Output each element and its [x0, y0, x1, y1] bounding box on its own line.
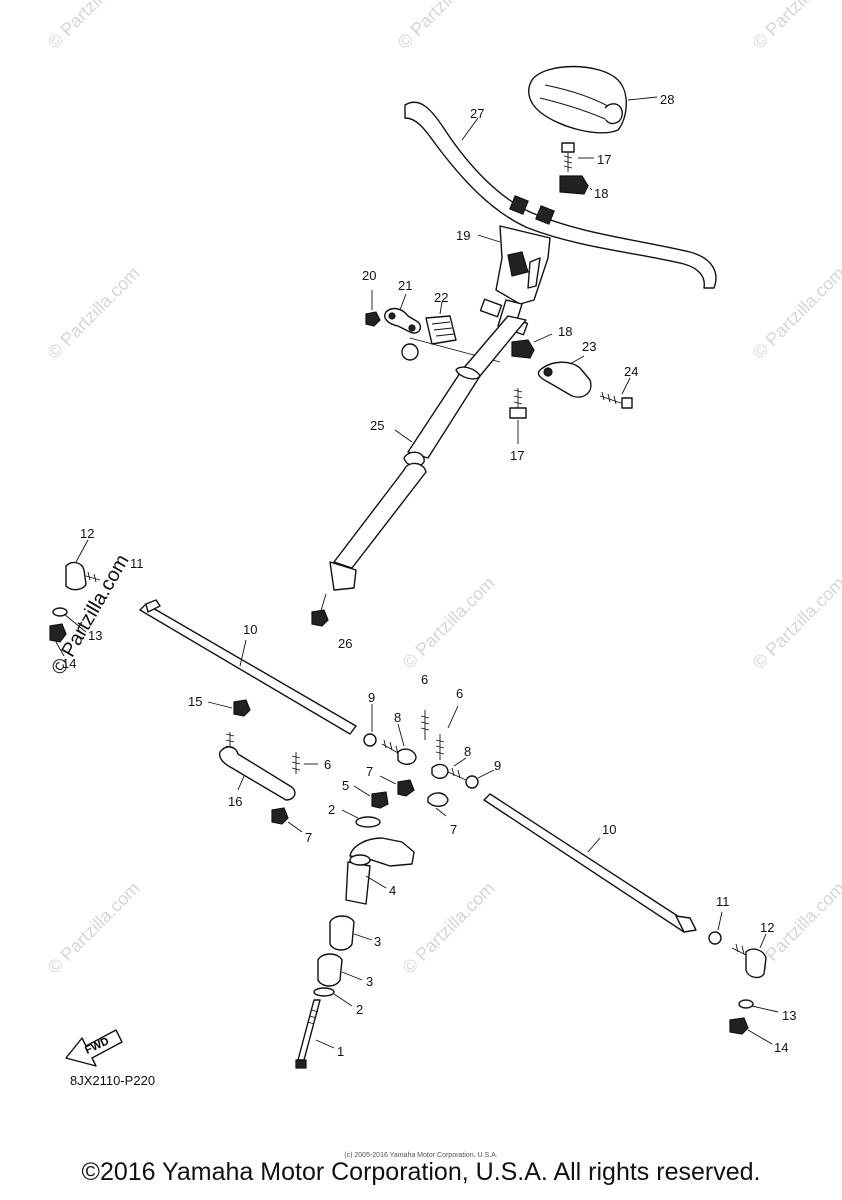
callout-24: 24	[624, 364, 638, 379]
callout-14: 14	[62, 656, 76, 671]
part-pitman-arm	[207, 699, 318, 833]
callout-8: 8	[464, 744, 471, 759]
part-tie-rod-right	[483, 793, 723, 945]
callout-16: 16	[228, 794, 242, 809]
callout-10: 10	[602, 822, 616, 837]
callout-12: 12	[760, 920, 774, 935]
part-handlebar	[404, 101, 717, 289]
callout-9: 9	[368, 690, 375, 705]
callout-12: 12	[80, 526, 94, 541]
callout-13: 13	[782, 1008, 796, 1023]
callout-19: 19	[456, 228, 470, 243]
part-tie-rod-left	[139, 599, 357, 735]
callout-8: 8	[394, 710, 401, 725]
callout-5: 5	[342, 778, 349, 793]
callout-6: 6	[421, 672, 428, 687]
callout-3: 3	[374, 934, 381, 949]
part-bolt-17-top	[561, 142, 594, 172]
part-lever-23	[537, 355, 592, 398]
watermark: © Partzilla.com	[394, 0, 494, 53]
callout-4: 4	[389, 883, 396, 898]
part-handlebar-holder	[477, 225, 551, 331]
diagram-code: 8JX2110-P220	[70, 1073, 156, 1088]
watermark: © Partzilla.com	[44, 263, 144, 363]
small-copyright: (c) 2005-2016 Yamaha Motor Corporation, …	[344, 1152, 498, 1159]
callout-labels: 1 2 2 3 3 4 5 6 6 6 7 7 7 8 8 9 9 10 10 …	[62, 92, 796, 1059]
part-nut-20	[365, 290, 381, 327]
part-tie-rod-end-left	[49, 539, 101, 657]
watermark: © Partzilla.com	[44, 878, 144, 978]
callout-14: 14	[774, 1040, 788, 1055]
callout-10: 10	[243, 622, 257, 637]
callout-13: 13	[88, 628, 102, 643]
callout-2: 2	[328, 802, 335, 817]
watermark: © Partzilla.com	[399, 573, 499, 673]
callout-6: 6	[456, 686, 463, 701]
part-clamp-18-top	[559, 175, 593, 195]
callout-6: 6	[324, 757, 331, 772]
part-handlebar-pad	[528, 65, 658, 134]
watermark: © Partzilla.com	[749, 0, 842, 53]
callout-20: 20	[362, 268, 376, 283]
watermark: © Partzilla.com	[749, 573, 842, 673]
part-steering-column	[311, 315, 527, 627]
part-rod-ends-center	[363, 704, 495, 817]
part-bolt-24	[599, 377, 633, 409]
callout-11: 11	[130, 556, 144, 571]
callout-18: 18	[594, 186, 608, 201]
copyright-notice: ©2016 Yamaha Motor Corporation, U.S.A. A…	[81, 1158, 761, 1186]
part-bolt-17-lower	[509, 388, 527, 444]
part-link-21	[384, 293, 422, 334]
callout-17: 17	[597, 152, 611, 167]
callout-27: 27	[470, 106, 484, 121]
callout-26: 26	[338, 636, 352, 651]
callout-1: 1	[337, 1044, 344, 1059]
callout-15: 15	[188, 694, 202, 709]
part-spindle-assembly	[295, 785, 415, 1069]
callout-21: 21	[398, 278, 412, 293]
callout-2: 2	[356, 1002, 363, 1017]
callout-11: 11	[716, 894, 730, 909]
callout-18: 18	[558, 324, 572, 339]
watermark: © Partzilla.com	[399, 878, 499, 978]
callout-22: 22	[434, 290, 448, 305]
callout-17: 17	[510, 448, 524, 463]
callout-9: 9	[494, 758, 501, 773]
callout-3: 3	[366, 974, 373, 989]
watermark: © Partzilla.com	[44, 0, 144, 53]
callout-7: 7	[450, 822, 457, 837]
callout-23: 23	[582, 339, 596, 354]
callout-25: 25	[370, 418, 384, 433]
part-tie-rod-end-right	[729, 933, 779, 1045]
callout-7: 7	[305, 830, 312, 845]
callout-7: 7	[366, 764, 373, 779]
callout-28: 28	[660, 92, 674, 107]
part-clamp-18-lower	[511, 333, 553, 359]
watermark: © Partzilla.com	[749, 263, 842, 363]
fwd-arrow-icon: FWD	[65, 1029, 123, 1067]
